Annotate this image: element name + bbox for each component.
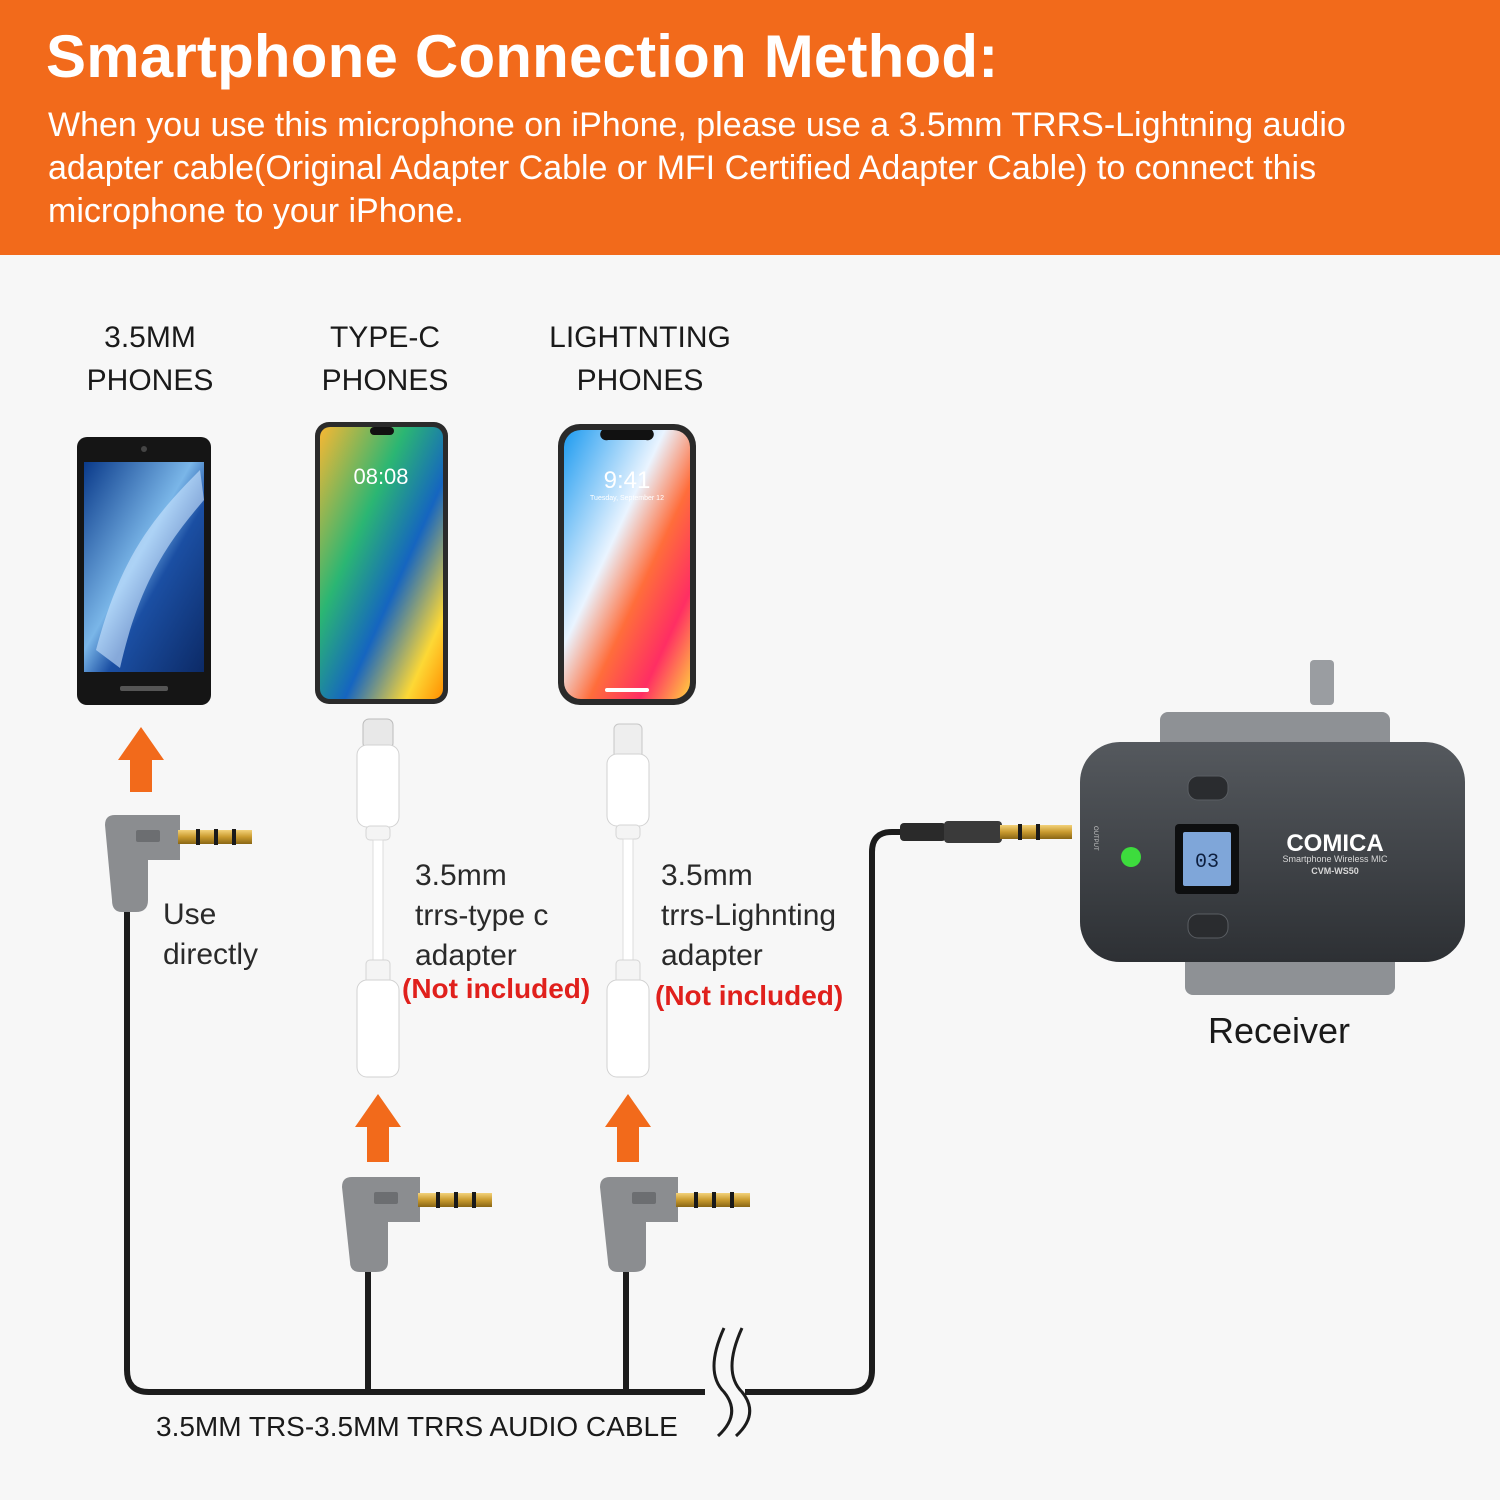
receiver-device: 03 COMICA Smartphone Wireless MIC CVM-WS…	[1080, 660, 1465, 995]
android-phone	[77, 437, 211, 705]
right-angle-plug	[600, 1177, 750, 1272]
banner-description: When you use this microphone on iPhone, …	[48, 106, 1346, 230]
cable-break-icon	[705, 1327, 752, 1438]
receiver-channel-display: 03	[1195, 851, 1219, 874]
type-c-phone: 08:08	[315, 422, 448, 704]
label-lightning-phones: LIGHTNTING PHONES	[549, 321, 731, 397]
lightning-not-included: (Not included)	[655, 980, 844, 1011]
type-c-adapter	[356, 718, 400, 1078]
header-banner: Smartphone Connection Method: When you u…	[0, 0, 1500, 255]
iphone: 9:41 Tuesday, September 12	[558, 424, 696, 705]
label-type-c-phones: TYPE-C PHONES	[321, 321, 449, 397]
page-title: Smartphone Connection Method:	[46, 23, 999, 90]
type-c-clock: 08:08	[353, 464, 408, 489]
receiver-model: CVM-WS50	[1311, 866, 1359, 876]
use-directly-note: Use directly	[163, 898, 259, 971]
label-3-5mm-phones: 3.5MM PHONES	[86, 321, 214, 397]
arrow-up-icon	[355, 1094, 401, 1162]
audio-cable	[124, 829, 908, 1395]
right-angle-plug	[342, 1177, 492, 1272]
lightning-adapter	[606, 723, 650, 1078]
right-angle-plug	[105, 815, 252, 912]
arrow-up-icon	[118, 727, 164, 792]
lightning-adapter-note: 3.5mm trrs-Lighnting adapter	[661, 859, 837, 972]
receiver-label: Receiver	[1208, 1010, 1351, 1051]
straight-plug	[900, 821, 1072, 843]
arrow-up-icon	[605, 1094, 651, 1162]
receiver-output-label: OUTPUT	[1092, 826, 1098, 851]
receiver-brand: COMICA	[1286, 830, 1383, 857]
type-c-not-included: (Not included)	[402, 973, 591, 1004]
cable-label: 3.5MM TRS-3.5MM TRRS AUDIO CABLE	[156, 1411, 678, 1442]
type-c-adapter-note: 3.5mm trrs-type c adapter	[415, 859, 549, 972]
iphone-date: Tuesday, September 12	[590, 495, 664, 502]
iphone-clock: 9:41	[604, 467, 651, 494]
receiver-subtitle: Smartphone Wireless MIC	[1282, 854, 1388, 864]
